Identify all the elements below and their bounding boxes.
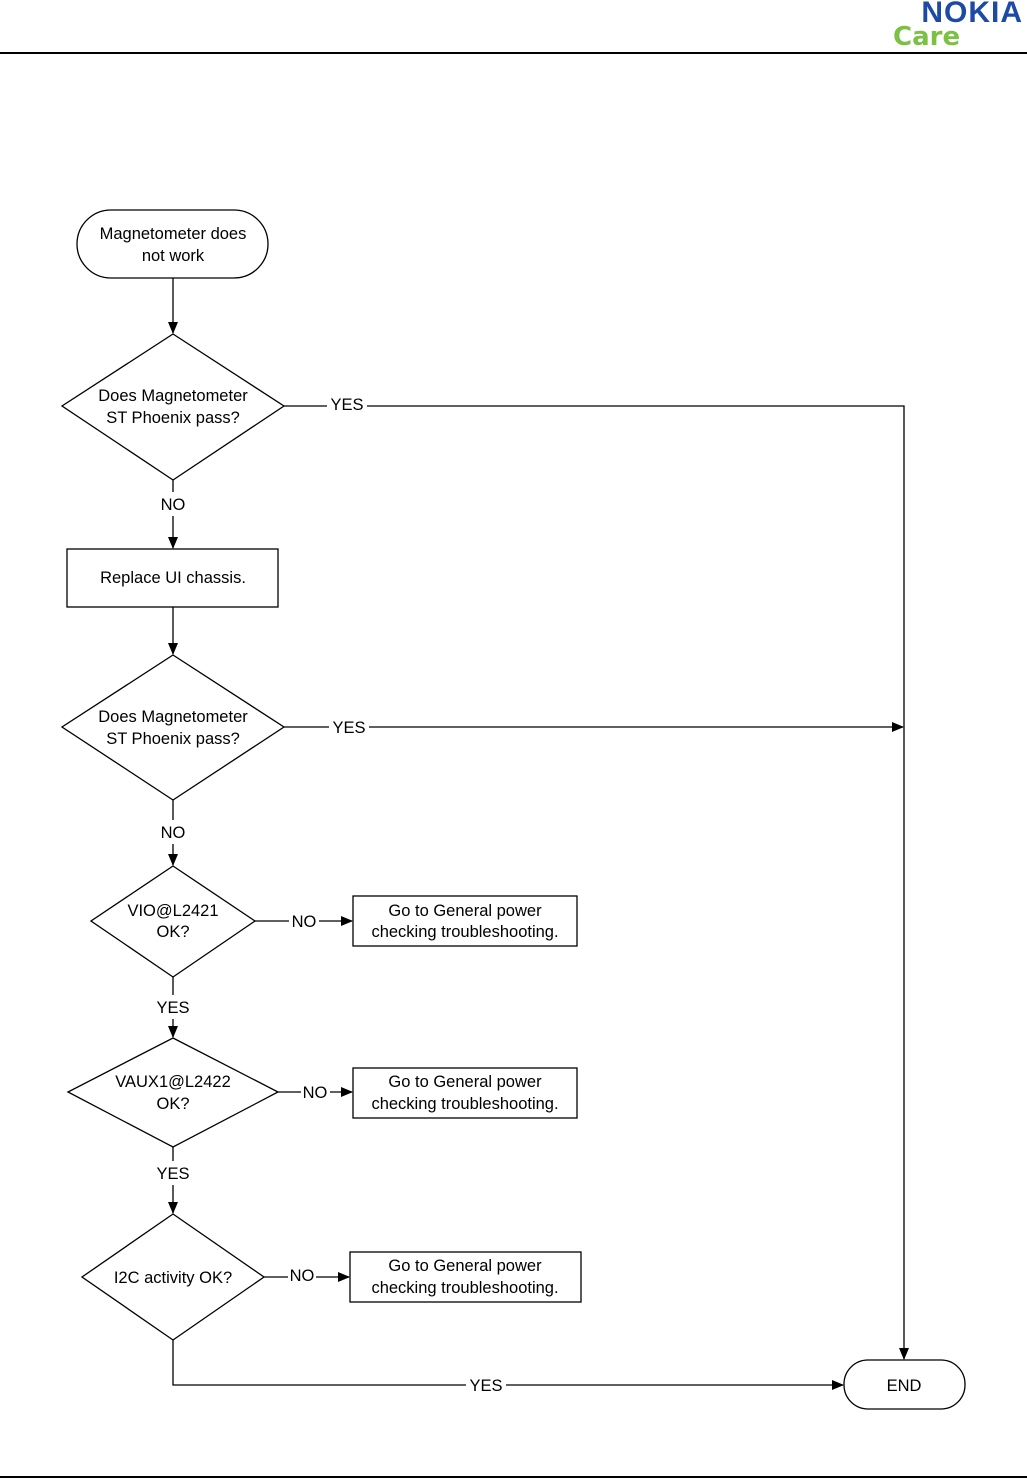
gp1-text-1: Go to General power <box>388 902 542 920</box>
q4-text-1: VAUX1@L2422 <box>115 1073 231 1091</box>
edge-label-q1-yes: YES <box>330 396 363 414</box>
gp3-text-1: Go to General power <box>388 1257 542 1275</box>
edge-label-q4-yes: YES <box>156 1165 189 1183</box>
edge-label-q5-yes: YES <box>469 1377 502 1395</box>
end-text: END <box>887 1377 922 1395</box>
q3-text-1: VIO@L2421 <box>127 902 218 920</box>
start-text-2: not work <box>142 247 205 265</box>
q4-text-2: OK? <box>156 1095 189 1113</box>
decision-q1 <box>60 333 286 481</box>
edge-label-q5-no: NO <box>290 1267 315 1285</box>
edge-label-q4-no: NO <box>303 1084 328 1102</box>
q5-text: I2C activity OK? <box>114 1269 232 1287</box>
replace-text: Replace UI chassis. <box>100 569 246 587</box>
gp1-text-2: checking troubleshooting. <box>371 923 558 941</box>
q3-text-2: OK? <box>156 923 189 941</box>
brand-name: NOKIA <box>921 0 1023 29</box>
q2-text-1: Does Magnetometer <box>98 708 248 726</box>
nokia-care-logo: NOKIA Care <box>883 0 1023 52</box>
start-terminal <box>76 209 269 279</box>
brand-sub: Care <box>893 22 961 52</box>
gp2-text-2: checking troubleshooting. <box>371 1095 558 1113</box>
edge-label-q1-no: NO <box>161 496 186 514</box>
decision-q4 <box>66 1037 280 1148</box>
edge-label-q3-no: NO <box>292 913 317 931</box>
q1-text-2: ST Phoenix pass? <box>106 409 240 427</box>
edge-q1-yes <box>284 405 904 1359</box>
gp3-text-2: checking troubleshooting. <box>371 1279 558 1297</box>
footer-rule <box>0 1476 1027 1478</box>
start-text-1: Magnetometer does <box>100 225 247 243</box>
gp2-text-1: Go to General power <box>388 1073 542 1091</box>
edge-label-q2-no: NO <box>161 824 186 842</box>
edge-label-q3-yes: YES <box>156 999 189 1017</box>
edge-q5-yes <box>172 1340 843 1385</box>
decision-q3 <box>89 865 257 978</box>
q1-text-1: Does Magnetometer <box>98 387 248 405</box>
decision-q2 <box>60 654 286 801</box>
q2-text-2: ST Phoenix pass? <box>106 730 240 748</box>
header-rule <box>0 52 1027 54</box>
edge-label-q2-yes: YES <box>332 719 365 737</box>
